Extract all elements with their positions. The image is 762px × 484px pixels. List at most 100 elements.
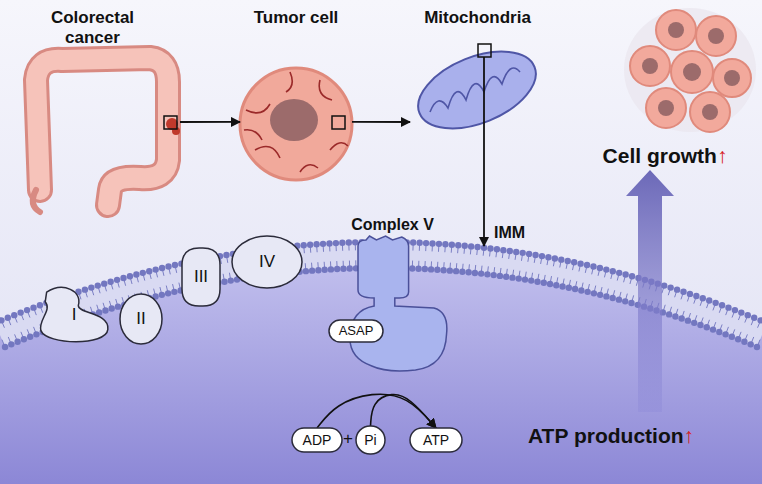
lipid-head	[722, 331, 728, 337]
lipid-head	[321, 267, 327, 273]
lipid-head	[423, 240, 429, 246]
lipid-head	[628, 300, 634, 306]
lipid-head	[415, 266, 421, 272]
lipid-head	[449, 242, 455, 248]
lipid-head	[559, 283, 565, 289]
lipid-head	[436, 241, 442, 247]
lipid-head	[301, 242, 307, 248]
lipid-head	[747, 341, 753, 347]
lipid-head	[704, 324, 710, 330]
lipid-head	[115, 303, 121, 309]
lipid-head	[622, 271, 628, 277]
lipid-head	[572, 286, 578, 292]
lipid-head	[416, 240, 422, 246]
lipid-head	[127, 273, 133, 279]
lipid-head	[447, 267, 453, 273]
lipid-head	[346, 239, 352, 245]
lipid-head	[172, 262, 178, 268]
complex-iv-shape	[232, 236, 302, 288]
plus-sign: +	[343, 429, 353, 449]
illustration-panel: Tumor cell	[240, 8, 352, 188]
lipid-head	[528, 277, 534, 283]
lipid-head	[552, 255, 558, 261]
lipid-head	[629, 273, 635, 279]
lipid-head	[519, 250, 525, 256]
node-text: Complex V	[351, 216, 434, 234]
molecule-oval: ADP	[292, 428, 342, 452]
lipid-head	[108, 305, 114, 311]
node-text: IV	[259, 252, 275, 272]
lipid-head	[2, 344, 8, 350]
lipid-head	[307, 242, 313, 248]
node-text: Cell growth↑	[603, 144, 728, 168]
lipid-head	[0, 317, 5, 323]
lipid-head	[565, 258, 571, 264]
lipid-head	[590, 263, 596, 269]
lipid-head	[616, 270, 622, 276]
lipid-head	[14, 339, 20, 345]
complex-v-shape	[350, 236, 447, 371]
molecule-oval-shape	[292, 428, 342, 452]
lipid-head	[339, 240, 345, 246]
lipid-head	[410, 239, 416, 245]
lipid-head	[487, 245, 493, 251]
lipid-head	[754, 344, 760, 350]
molecule-oval-shape	[410, 428, 462, 452]
protein-label-shape	[329, 320, 383, 342]
lipid-head	[509, 274, 515, 280]
lipid-head	[120, 275, 126, 281]
lipid-head	[440, 267, 446, 273]
lipid-head	[710, 326, 716, 332]
lipid-head	[513, 249, 519, 255]
lipid-head	[545, 254, 551, 260]
lipid-head	[8, 341, 14, 347]
lipid-head	[82, 286, 88, 292]
complex-ii: II	[120, 294, 162, 344]
result-label: ATP production↑	[528, 424, 694, 448]
tumor-cell	[240, 68, 352, 180]
lipid-head	[729, 334, 735, 340]
lipid-head	[558, 256, 564, 262]
lipid-head	[409, 265, 415, 271]
lipid-head	[547, 281, 553, 287]
lipid-head	[328, 266, 334, 272]
lipid-head	[500, 247, 506, 253]
lipid-head	[107, 279, 113, 285]
lipid-head	[685, 317, 691, 323]
connector-arrow	[371, 395, 437, 428]
lipid-head	[17, 309, 23, 315]
lipid-head	[152, 266, 158, 272]
lipid-head	[674, 286, 680, 292]
lipid-head	[700, 295, 706, 301]
lipid-head	[315, 267, 321, 273]
lipid-head	[745, 312, 751, 318]
lipid-head	[622, 298, 628, 304]
lipid-head	[33, 331, 39, 337]
complex-iii: III	[182, 248, 220, 306]
complex-v-outline	[335, 216, 450, 376]
complex-iv: IV	[232, 236, 302, 288]
lipid-head	[716, 329, 722, 335]
node-text: Tumor cell	[254, 8, 339, 28]
lipid-head	[490, 272, 496, 278]
lipid-head	[609, 295, 615, 301]
lipid-head	[24, 307, 30, 313]
lipid-head	[532, 252, 538, 258]
lipid-head	[503, 274, 509, 280]
lipid-head	[539, 253, 545, 259]
lipid-head	[114, 277, 120, 283]
lipid-head	[484, 271, 490, 277]
lipid-head	[88, 284, 94, 290]
lipid-head	[303, 268, 309, 274]
lipid-head	[584, 262, 590, 268]
illustration-panel: Mitochondria	[410, 8, 545, 133]
lipid-head	[566, 285, 572, 291]
lipid-head	[5, 315, 11, 321]
complex-i: I	[38, 285, 110, 345]
lipid-head	[159, 265, 165, 271]
lipid-head	[571, 259, 577, 265]
lipid-head	[757, 317, 762, 323]
lipid-head	[497, 273, 503, 279]
lipid-head	[610, 268, 616, 274]
lipid-head	[429, 240, 435, 246]
